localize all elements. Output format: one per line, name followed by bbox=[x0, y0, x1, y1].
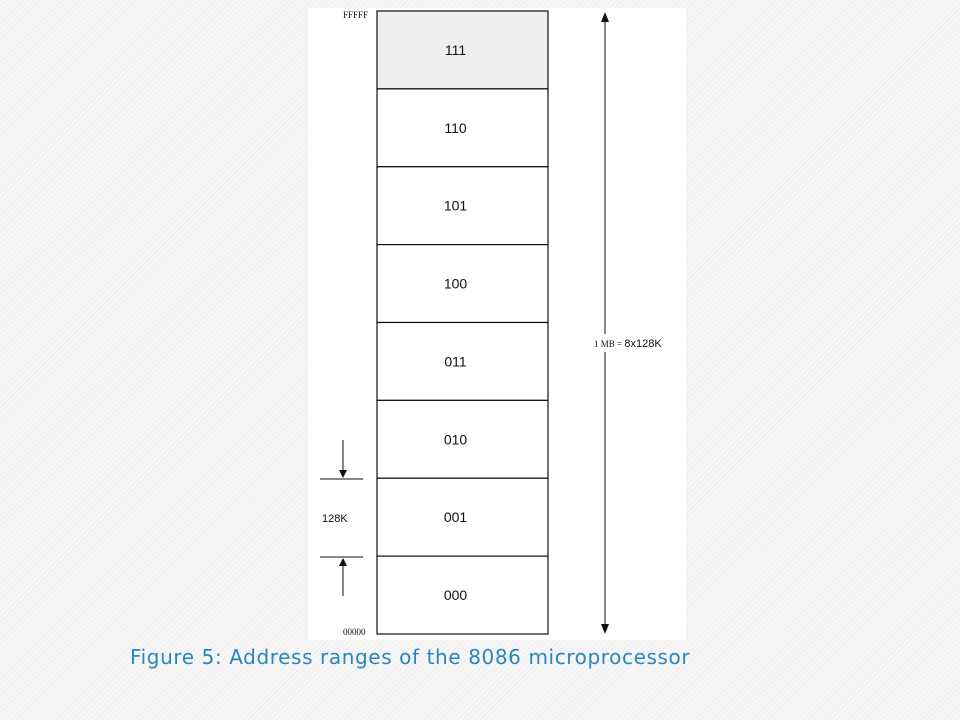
segment-label-110: 110 bbox=[444, 120, 467, 136]
total-size-value: 8x128K bbox=[624, 338, 662, 350]
total-size-label: 1 MB = 8x128K bbox=[594, 338, 662, 350]
marker-top-arrowhead bbox=[339, 470, 347, 478]
segment-size-label: 128K bbox=[322, 513, 348, 525]
segment-label-111: 111 bbox=[445, 42, 466, 58]
segment-label-000: 000 bbox=[444, 587, 468, 603]
segment-label-001: 001 bbox=[444, 509, 468, 525]
total-span-top-arrowhead bbox=[601, 12, 609, 22]
segment-label-101: 101 bbox=[444, 198, 468, 214]
segments-group: 111 110 101 100 011 010 001 000 bbox=[376, 10, 549, 635]
bottom-address-label: 00000 bbox=[343, 627, 366, 637]
segment-box-001 bbox=[376, 477, 549, 557]
segment-box-101 bbox=[376, 166, 549, 246]
segment-box-111 bbox=[376, 10, 549, 90]
total-span-arrow bbox=[601, 12, 609, 634]
total-span-bottom-arrowhead bbox=[601, 624, 609, 634]
top-address-label: FFFFF bbox=[343, 10, 368, 20]
segment-box-000 bbox=[376, 555, 549, 635]
figure-caption: Figure 5: Address ranges of the 8086 mic… bbox=[130, 645, 691, 669]
segment-label-010: 010 bbox=[444, 431, 468, 447]
marker-bottom-arrowhead bbox=[339, 558, 347, 566]
segment-size-marker bbox=[320, 440, 363, 596]
segment-label-100: 100 bbox=[444, 276, 468, 292]
segment-box-100 bbox=[376, 244, 549, 324]
segment-box-110 bbox=[376, 88, 549, 168]
total-size-prefix: 1 MB = bbox=[594, 339, 624, 349]
segment-label-011: 011 bbox=[444, 353, 467, 369]
